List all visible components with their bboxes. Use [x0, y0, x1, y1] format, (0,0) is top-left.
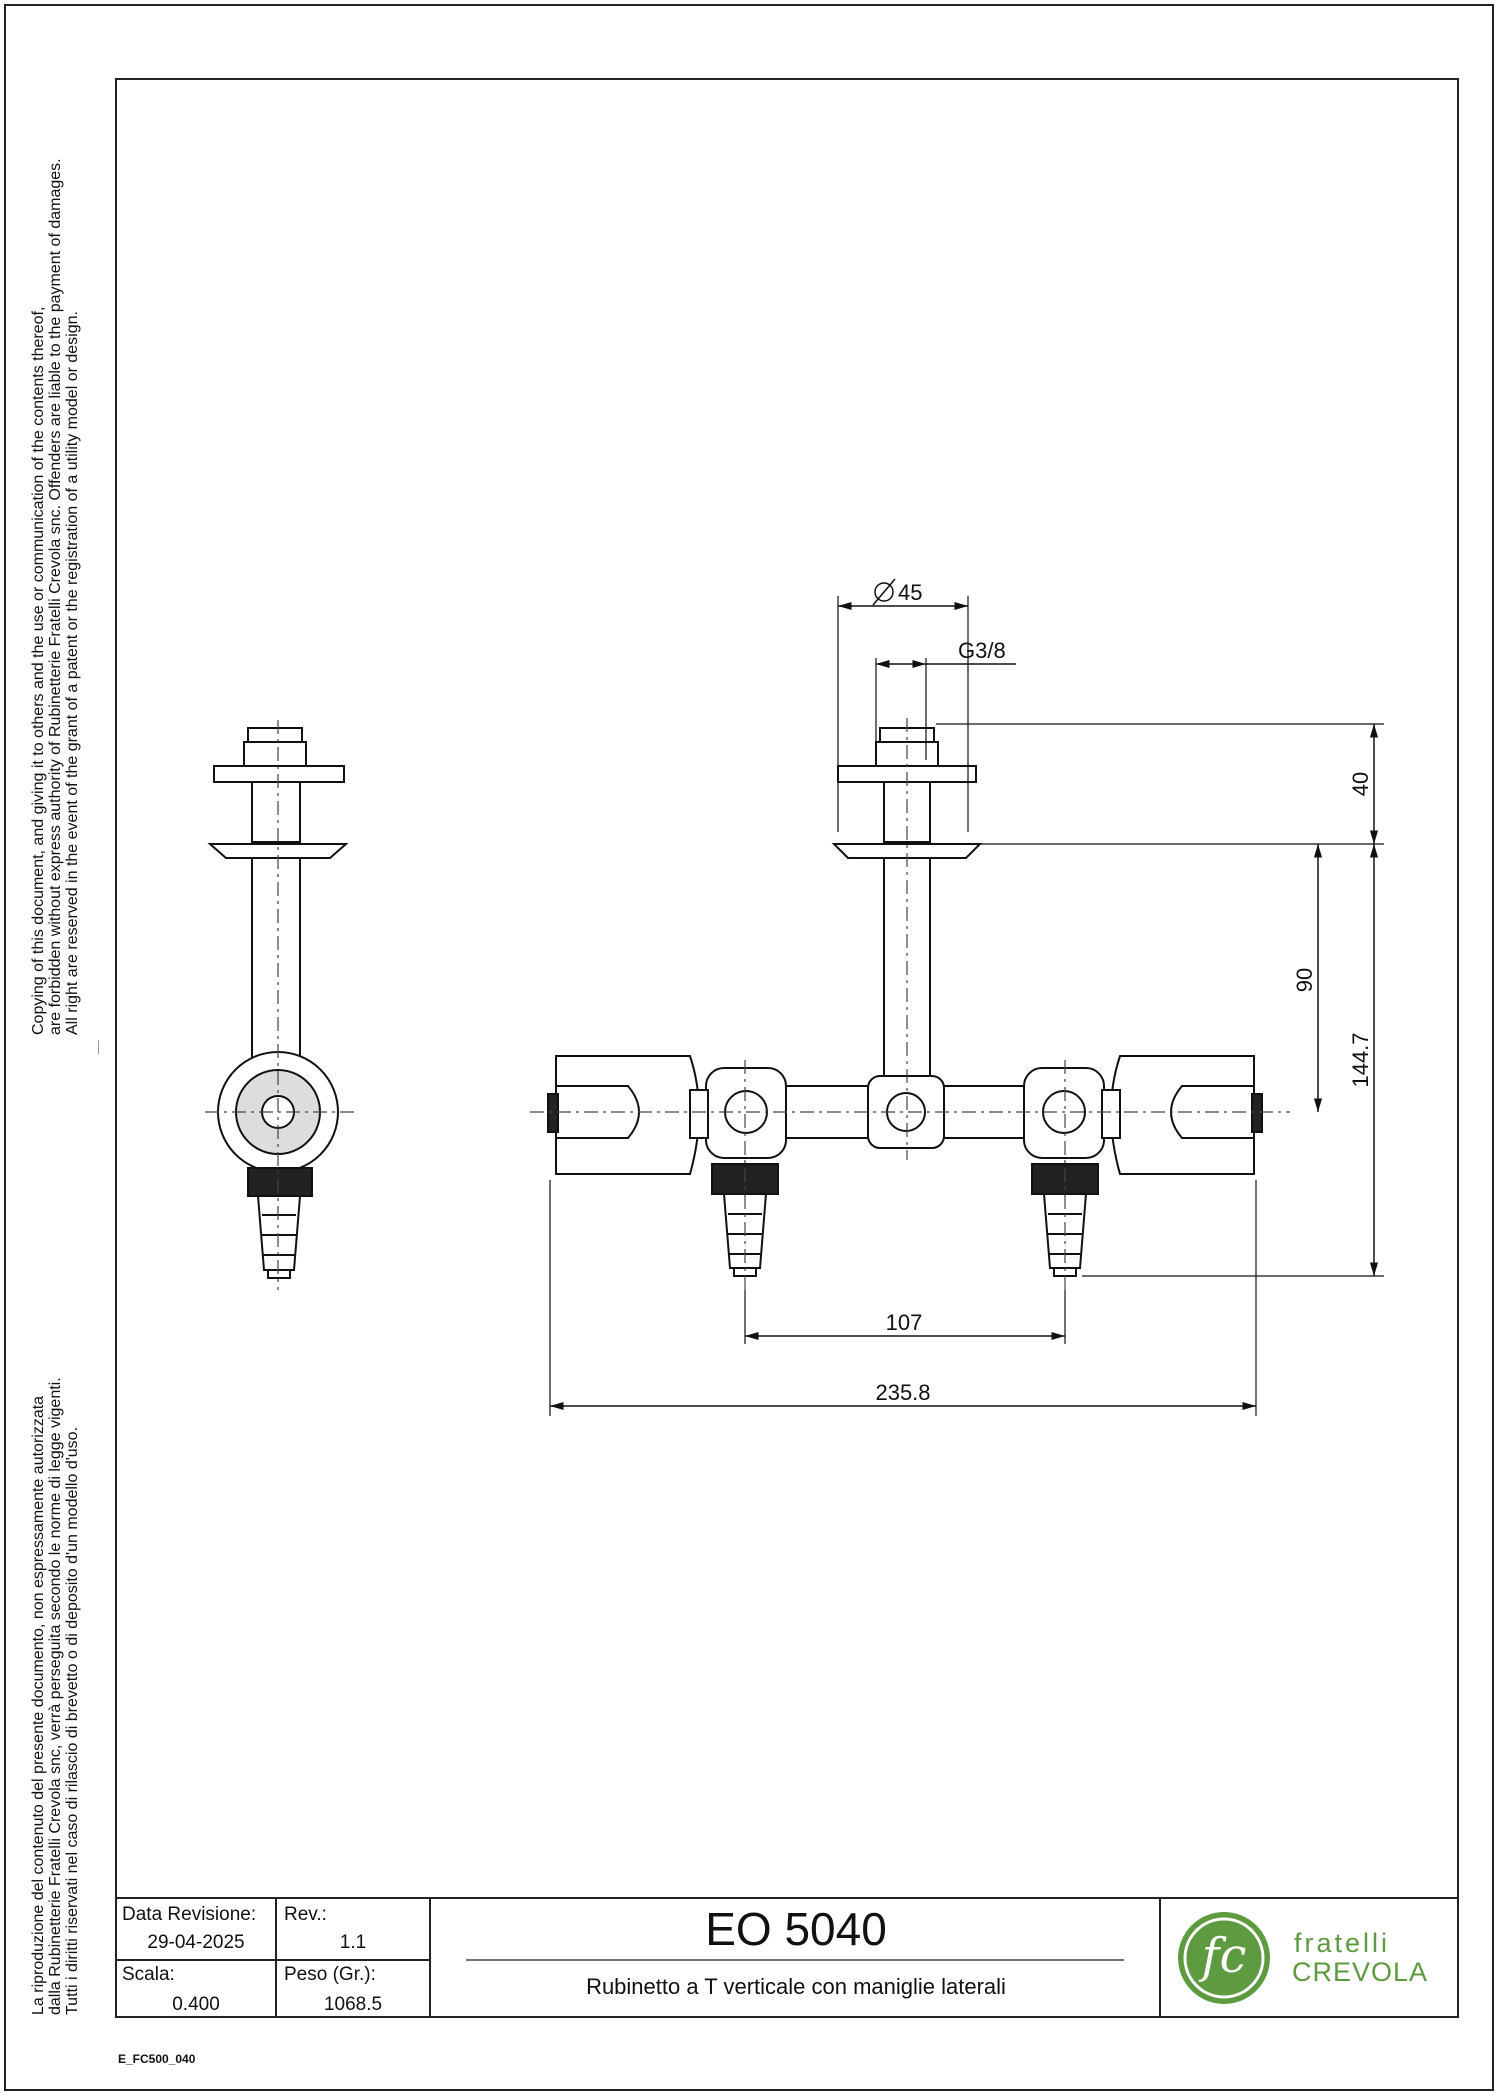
- revision-date-label: Data Revisione:: [122, 1904, 257, 1925]
- dimension-lines: [550, 601, 1379, 1411]
- front-flange: [831, 843, 983, 859]
- weight-value: 1068.5: [323, 1994, 383, 2015]
- front-view: [547, 727, 1263, 1277]
- legal-notice-separator: [98, 1040, 99, 1054]
- side-hex-nut: [247, 1167, 313, 1197]
- brand-logo-letters: fc: [1201, 1928, 1247, 1984]
- extension-lines: [549, 596, 1384, 1416]
- diameter-dim: 45: [872, 578, 922, 606]
- product-code: EO 5040: [705, 1903, 887, 1955]
- side-washer: [213, 765, 345, 783]
- front-centerlines: [530, 718, 1290, 1290]
- dimension-total-width: 235.8: [875, 1380, 930, 1405]
- side-nut: [243, 741, 307, 767]
- weight-label: Peso (Gr.):: [284, 1964, 376, 1985]
- dimension-thread: G3/8: [958, 638, 1006, 663]
- front-right-handle: [1110, 1055, 1255, 1175]
- product-description: Rubinetto a T verticale con maniglie lat…: [586, 1974, 1006, 1999]
- side-top-cap: [247, 727, 303, 743]
- sheet-border: [4, 4, 1494, 2091]
- scale-value: 0.400: [172, 1994, 220, 2015]
- dimension-outlet-spacing: 107: [886, 1310, 923, 1335]
- drawing-frame: [115, 78, 1459, 2018]
- front-left-handle: [555, 1055, 700, 1175]
- dimension-total-height: 144.7: [1348, 1032, 1373, 1087]
- title-block-grid: [115, 1897, 1459, 2018]
- dimension-diameter: 45: [898, 580, 922, 605]
- side-thread: [251, 781, 301, 843]
- revision-date-value: 29-04-2025: [147, 1932, 245, 1953]
- revision-label: Rev.:: [284, 1904, 327, 1925]
- brand-name-line2: CREVOLA: [1292, 1957, 1429, 1987]
- side-pipe: [251, 857, 301, 1059]
- side-flange: [207, 843, 349, 859]
- scale-label: Scala:: [122, 1964, 175, 1985]
- file-code: E_FC500_040: [118, 2052, 196, 2066]
- dimension-mid-height: 90: [1292, 968, 1317, 992]
- revision-value: 1.1: [339, 1932, 367, 1953]
- brand-logo: [1178, 1912, 1270, 2004]
- brand-name-line1: fratelli: [1294, 1928, 1391, 1958]
- side-hose-barb: [256, 1195, 302, 1271]
- dimension-top-height: 40: [1348, 772, 1373, 796]
- side-centerlines: [205, 720, 355, 1290]
